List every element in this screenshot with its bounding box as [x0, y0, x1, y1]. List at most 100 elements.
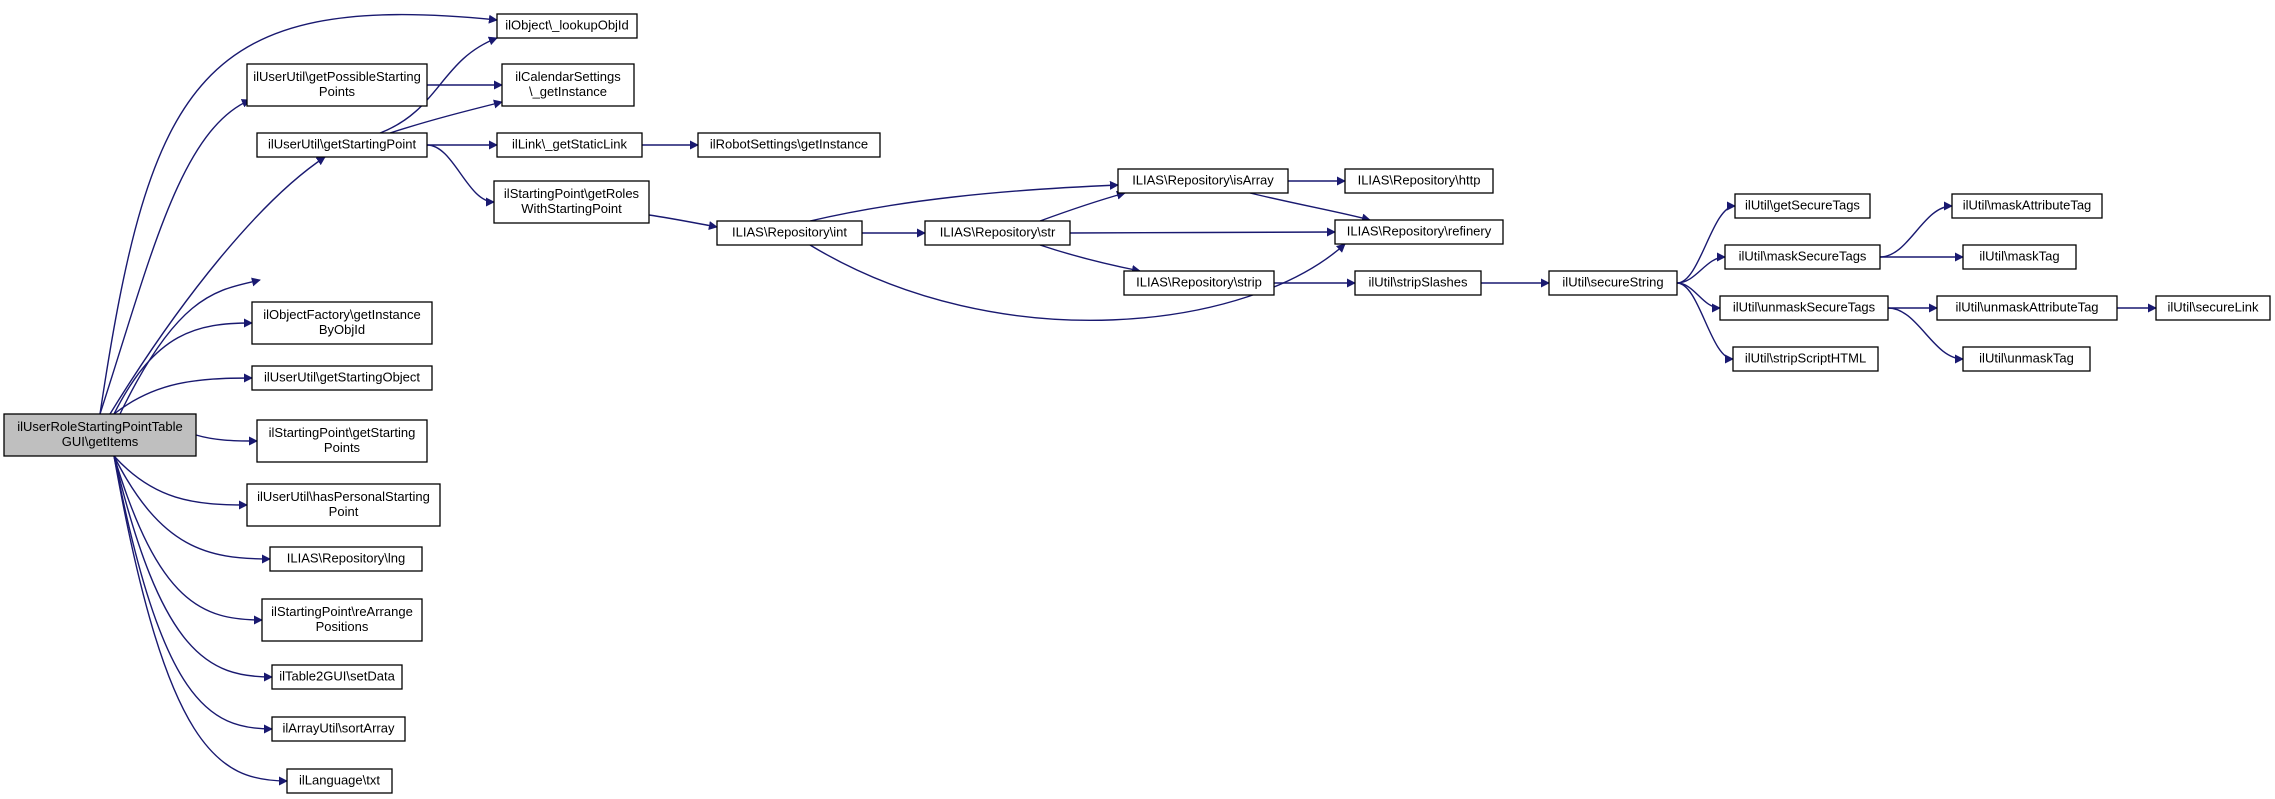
node-box — [1354, 270, 1482, 296]
edge-root-to-getInstanceByObjId — [113, 318, 253, 415]
node-box — [271, 664, 403, 690]
node-label: ilUtil\secureString — [1562, 275, 1663, 290]
edge-root-to-spGetStartingPoints — [195, 434, 258, 446]
node-stripSlashes[interactable]: ilUtil\stripSlashes — [1354, 270, 1482, 296]
node-label: ilUtil\getSecureTags — [1745, 198, 1860, 213]
node-label: ilUtil\unmaskSecureTags — [1733, 300, 1876, 315]
node-setData[interactable]: ilTable2GUI\setData — [271, 664, 403, 690]
node-box — [1951, 193, 2103, 219]
edges-layer — [99, 13, 2157, 786]
node-label: ilRobotSettings\getInstance — [710, 137, 868, 152]
node-repoStrip[interactable]: ILIAS\Repository\strip — [1123, 270, 1275, 296]
node-repoHttp[interactable]: ILIAS\Repository\http — [1344, 168, 1494, 194]
edge-repoStr-to-repoStrip — [1039, 244, 1141, 274]
node-getStaticLink[interactable]: ilLink\_getStaticLink — [496, 132, 643, 158]
edge-secureString-to-maskSecureTags — [1676, 252, 1726, 284]
node-box — [1123, 270, 1275, 296]
node-secureString[interactable]: ilUtil\secureString — [1548, 270, 1678, 296]
edge-unmaskSecureTags-to-unmaskTag — [1887, 307, 1964, 364]
node-box — [271, 716, 406, 742]
node-stripScriptHTML[interactable]: ilUtil\stripScriptHTML — [1732, 346, 1879, 372]
node-lookupObjId[interactable]: ilObject\_lookupObjId — [496, 13, 638, 39]
edge-root-to-sortArray — [113, 455, 273, 734]
node-unmaskTag[interactable]: ilUtil\unmaskTag — [1962, 346, 2091, 372]
node-label: ilObjectFactory\getInstance — [263, 307, 421, 322]
node-label: ILIAS\Repository\lng — [287, 551, 406, 566]
edge-repoInt-to-repoRefinery — [809, 243, 1346, 321]
edge-getRolesWithStartingPoint-to-repoInt — [648, 214, 718, 230]
node-getStartingPoint[interactable]: ilUserUtil\getStartingPoint — [256, 132, 428, 158]
node-calendarGetInstance[interactable]: ilCalendarSettings\_getInstance — [501, 63, 635, 107]
node-repoRefinery[interactable]: ILIAS\Repository\refinery — [1334, 219, 1504, 245]
node-label: Point — [329, 504, 359, 519]
edge-root-to-hasPersonalStartingPoint — [113, 455, 248, 510]
node-box — [246, 483, 441, 527]
node-box — [496, 132, 643, 158]
node-label: ilUtil\maskSecureTags — [1739, 249, 1867, 264]
node-box — [1962, 346, 2091, 372]
node-maskTag[interactable]: ilUtil\maskTag — [1962, 244, 2077, 270]
node-label: ilUserUtil\getStartingObject — [264, 370, 420, 385]
edge-root-to-getPossibleStartingPoints — [99, 99, 251, 415]
node-label: Positions — [316, 619, 369, 634]
node-txt[interactable]: ilLanguage\txt — [286, 768, 393, 794]
node-label: ilObject\_lookupObjId — [505, 18, 629, 33]
node-label: ilUtil\unmaskAttributeTag — [1955, 300, 2098, 315]
node-sortArray[interactable]: ilArrayUtil\sortArray — [271, 716, 406, 742]
node-label: GUI\getItems — [62, 434, 139, 449]
edge-repoInt-to-repoIsArray — [809, 180, 1119, 222]
edge-repoIsArray-to-repoRefinery — [1249, 192, 1371, 223]
node-label: ilUtil\stripSlashes — [1369, 275, 1468, 290]
node-label: ilUserUtil\hasPersonalStarting — [257, 489, 430, 504]
node-repoStr[interactable]: ILIAS\Repository\str — [924, 220, 1071, 246]
node-label: WithStartingPoint — [521, 201, 622, 216]
node-repoInt[interactable]: ILIAS\Repository\int — [716, 220, 863, 246]
node-label: ILIAS\Repository\isArray — [1132, 173, 1274, 188]
node-label: ilUtil\secureLink — [2167, 300, 2259, 315]
node-box — [269, 546, 423, 572]
node-label: ilUtil\unmaskTag — [1979, 351, 2074, 366]
node-repoIsArray[interactable]: ILIAS\Repository\isArray — [1117, 168, 1289, 194]
node-secureLink[interactable]: ilUtil\secureLink — [2155, 295, 2271, 321]
node-getRolesWithStartingPoint[interactable]: ilStartingPoint\getRolesWithStartingPoin… — [493, 180, 650, 224]
node-box — [1734, 193, 1871, 219]
node-robotGetInstance[interactable]: ilRobotSettings\getInstance — [697, 132, 881, 158]
node-box — [3, 413, 197, 457]
node-label: ilStartingPoint\getRoles — [504, 186, 640, 201]
node-repoLng[interactable]: ILIAS\Repository\lng — [269, 546, 423, 572]
node-label: ilArrayUtil\sortArray — [283, 721, 395, 736]
edge-getStartingPoint-to-getRolesWithStartingPoint — [426, 144, 495, 207]
node-label: Points — [324, 440, 361, 455]
node-box — [286, 768, 393, 794]
node-maskAttributeTag[interactable]: ilUtil\maskAttributeTag — [1951, 193, 2103, 219]
node-label: ilLanguage\txt — [299, 773, 380, 788]
node-unmaskAttributeTag[interactable]: ilUtil\unmaskAttributeTag — [1936, 295, 2118, 321]
node-unmaskSecureTags[interactable]: ilUtil\unmaskSecureTags — [1719, 295, 1889, 321]
node-label: ILIAS\Repository\strip — [1136, 275, 1262, 290]
node-box — [261, 598, 423, 642]
node-getSecureTags[interactable]: ilUtil\getSecureTags — [1734, 193, 1871, 219]
node-label: ilUserRoleStartingPointTable — [17, 419, 182, 434]
node-box — [1936, 295, 2118, 321]
node-label: ilUtil\stripScriptHTML — [1745, 351, 1866, 366]
node-getStartingObject[interactable]: ilUserUtil\getStartingObject — [251, 365, 433, 391]
edge-getStartingPoint-to-calendarGetInstance — [389, 99, 503, 134]
node-label: ilTable2GUI\setData — [279, 669, 395, 684]
edge-root-to-getStartingPoint — [109, 156, 326, 415]
node-box — [251, 365, 433, 391]
node-box — [1724, 244, 1881, 270]
node-label: ILIAS\Repository\str — [940, 225, 1056, 240]
edge-secureString-to-stripScriptHTML — [1676, 282, 1734, 364]
edge-repoStr-to-repoIsArray — [1039, 190, 1126, 222]
node-maskSecureTags[interactable]: ilUtil\maskSecureTags — [1724, 244, 1881, 270]
node-label: ilUtil\maskTag — [1979, 249, 2059, 264]
node-box — [1117, 168, 1289, 194]
edge-root-to-getStartingObject — [113, 373, 253, 415]
